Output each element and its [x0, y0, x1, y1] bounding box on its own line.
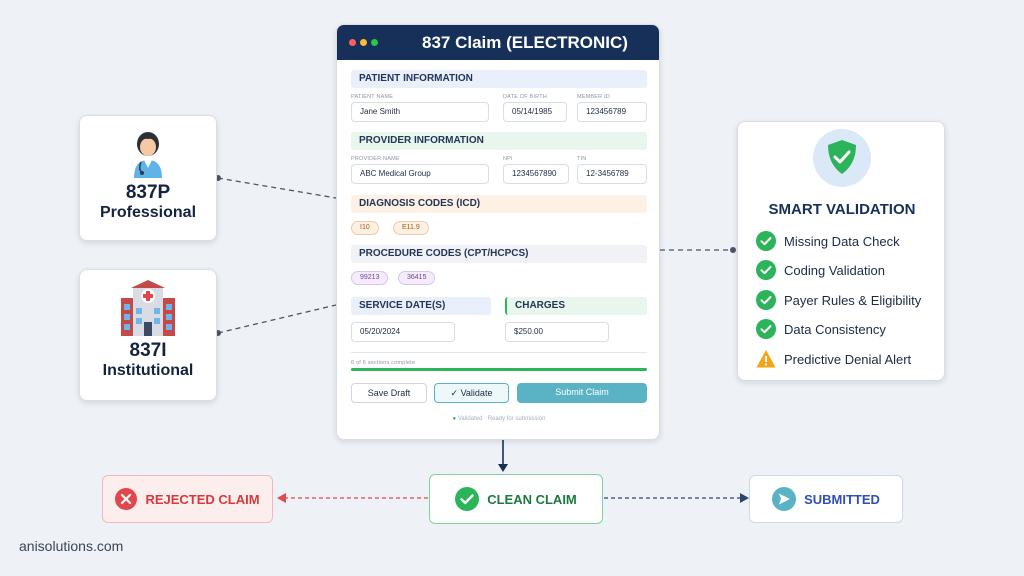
- save-draft-button[interactable]: Save Draft: [351, 383, 427, 403]
- patient-name-field[interactable]: Jane Smith: [351, 102, 489, 122]
- procedure-code-chip[interactable]: 99213: [351, 271, 389, 285]
- validation-item: Predictive Denial Alert: [756, 349, 911, 369]
- hospital-icon: [121, 280, 175, 336]
- provider-name-label: PROVIDER NAME: [351, 156, 400, 162]
- institutional-label: Institutional: [102, 362, 194, 379]
- patient-name-label: PATIENT NAME: [351, 94, 394, 100]
- send-icon: [772, 487, 797, 511]
- professional-code: 837P: [125, 182, 171, 203]
- submitted-label: SUBMITTED: [804, 491, 880, 507]
- x-circle-icon: [115, 488, 138, 510]
- validation-item-label: Data Consistency: [784, 321, 886, 337]
- submitted-box: SUBMITTED: [749, 475, 903, 523]
- check-circle-icon: [756, 231, 776, 251]
- charges-heading: CHARGES: [505, 297, 647, 315]
- tin-label: TIN: [577, 156, 587, 162]
- validate-button[interactable]: ✓ Validate: [434, 383, 509, 403]
- patient-section-heading: PATIENT INFORMATION: [351, 70, 647, 88]
- rejected-claim-box: REJECTED CLAIM: [102, 475, 273, 523]
- clean-claim-label: CLEAN CLAIM: [487, 491, 577, 507]
- dob-label: DATE OF BIRTH: [503, 94, 547, 100]
- check-circle-icon: [756, 290, 776, 310]
- validation-item-label: Coding Validation: [784, 262, 885, 278]
- window-minimize-dot[interactable]: [360, 39, 367, 46]
- clean-claim-box: CLEAN CLAIM: [429, 474, 603, 524]
- provider-name-field[interactable]: ABC Medical Group: [351, 164, 489, 184]
- small-check-icon: ●: [452, 416, 457, 422]
- validation-item: Coding Validation: [756, 260, 885, 280]
- dob-field[interactable]: 05/14/1985: [503, 102, 567, 122]
- brand-footer: anisolutions.com: [19, 538, 124, 554]
- validation-item: Payer Rules & Eligibility: [756, 290, 921, 310]
- provider-section-heading: PROVIDER INFORMATION: [351, 132, 647, 150]
- check-circle-icon: [756, 260, 776, 280]
- check-circle-icon: [756, 319, 776, 339]
- validation-item: Data Consistency: [756, 319, 886, 339]
- diagnosis-section-heading: DIAGNOSIS CODES (ICD): [351, 195, 647, 213]
- smart-validation-card: SMART VALIDATION Missing Data Check Codi…: [737, 121, 945, 381]
- progress-text: 6 of 6 sections complete: [351, 360, 416, 366]
- diagnosis-code-chip[interactable]: I10: [351, 221, 379, 235]
- charges-field[interactable]: $250.00: [505, 322, 609, 342]
- professional-label: Professional: [99, 204, 197, 221]
- diagnosis-code-chip[interactable]: E11.9: [393, 221, 429, 235]
- window-maximize-dot[interactable]: [371, 39, 378, 46]
- validation-status: ● Validated · Ready for submission: [337, 416, 659, 422]
- validation-item-label: Predictive Denial Alert: [784, 351, 912, 367]
- institutional-code: 837I: [129, 340, 167, 361]
- warning-icon: [756, 350, 776, 368]
- professional-connector: [217, 177, 337, 199]
- institutional-card: 837I Institutional: [79, 269, 217, 401]
- rejected-claim-label: REJECTED CLAIM: [145, 491, 260, 507]
- npi-label: NPI: [503, 156, 513, 162]
- progress-track: [351, 368, 647, 371]
- validation-item-label: Payer Rules & Eligibility: [784, 292, 922, 308]
- window-close-dot[interactable]: [349, 39, 356, 46]
- submit-claim-button[interactable]: Submit Claim: [517, 383, 647, 403]
- doctor-icon: [134, 132, 162, 178]
- procedure-code-chip[interactable]: 36415: [398, 271, 436, 285]
- procedure-section-heading: PROCEDURE CODES (CPT/HCPCS): [351, 245, 647, 263]
- form-title: 837 Claim (ELECTRONIC): [422, 32, 628, 52]
- form-header: 837 Claim (ELECTRONIC): [337, 25, 659, 60]
- member-id-label: MEMBER ID: [577, 94, 610, 100]
- service-date-field[interactable]: 05/20/2024: [351, 322, 455, 342]
- member-id-field[interactable]: 123456789: [577, 102, 647, 122]
- tin-field[interactable]: 12-3456789: [577, 164, 647, 184]
- validation-status-text: Validated · Ready for submission: [457, 416, 546, 422]
- service-date-heading: SERVICE DATE(S): [351, 297, 491, 315]
- progress-fill: [351, 368, 647, 371]
- npi-field[interactable]: 1234567890: [503, 164, 569, 184]
- professional-card: 837P Professional: [79, 115, 217, 241]
- shield-check-icon: [813, 129, 871, 187]
- check-circle-icon: [455, 487, 480, 511]
- validation-item: Missing Data Check: [756, 231, 900, 251]
- institutional-connector: [217, 304, 337, 334]
- claim-form: 837 Claim (ELECTRONIC) PATIENT INFORMATI…: [336, 24, 660, 440]
- smart-validation-title: SMART VALIDATION: [768, 201, 916, 218]
- divider: [351, 352, 647, 353]
- validation-item-label: Missing Data Check: [784, 233, 900, 249]
